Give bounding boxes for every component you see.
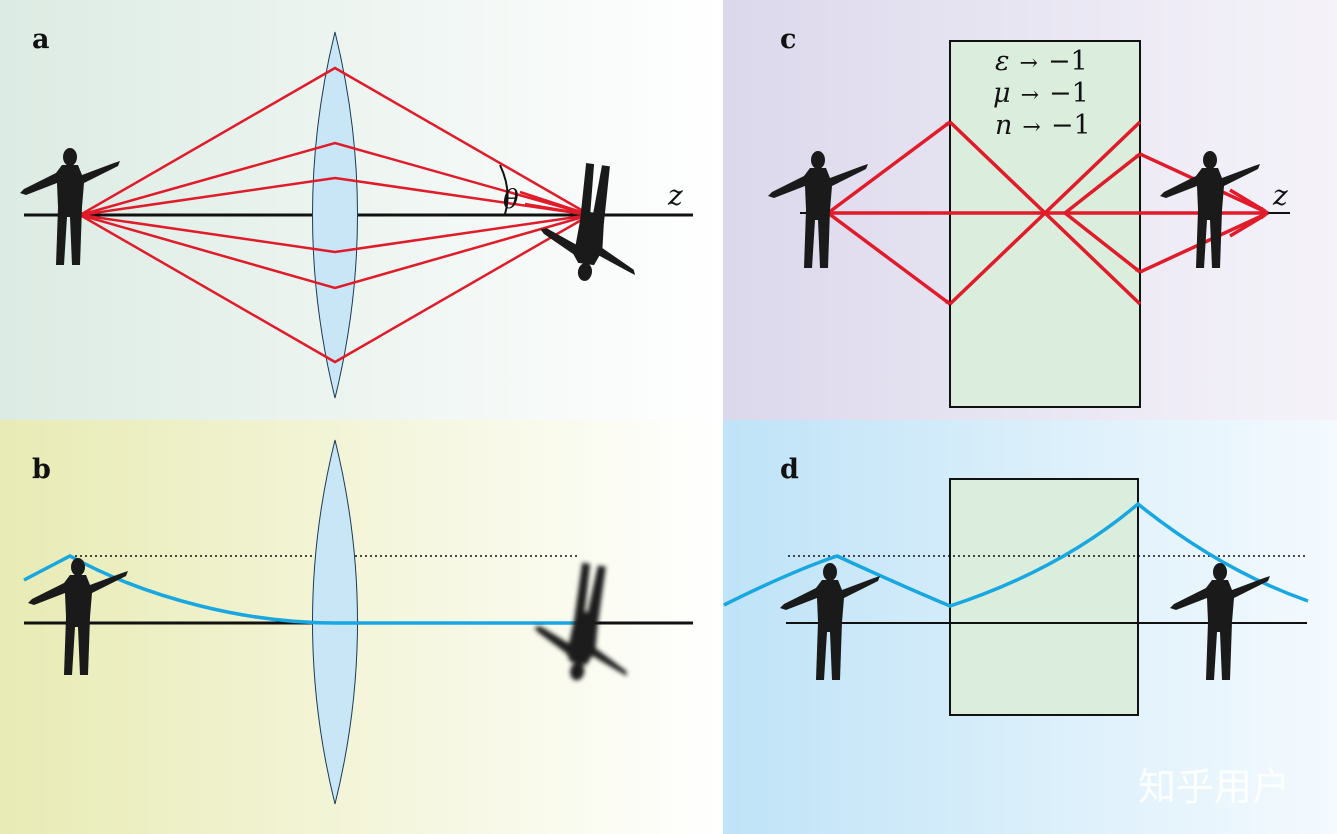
equation-mu: μ→−1 [993,78,1089,109]
panel-b-background [0,420,723,834]
equation-epsilon: ε→−1 [995,46,1088,77]
panel-b: b [0,420,723,834]
light-rays [79,66,591,364]
panel-b-letter: b [32,454,51,485]
panel-a: a θ z [0,0,723,420]
refracted-rays [826,120,1269,306]
evanescent-wave-profile [23,554,580,625]
panel-a-letter: a [32,24,50,55]
panel-c: c ε→−1 μ→−1 n→−1 z [723,0,1337,420]
negative-index-slab [949,40,1141,408]
negative-index-slab [949,478,1139,716]
axis-label-z: z [667,179,683,212]
panel-c-letter: c [780,24,796,55]
amplified-wave-profile [723,501,1309,608]
axis-label-z: z [1272,179,1288,212]
angle-label: θ [503,185,519,215]
panel-d-letter: d [780,454,799,485]
panel-d: d 知乎用户 [723,420,1337,834]
angle-arc [499,164,509,215]
equation-n: n→−1 [995,110,1091,141]
watermark-text: 知乎用户 [1138,765,1290,809]
